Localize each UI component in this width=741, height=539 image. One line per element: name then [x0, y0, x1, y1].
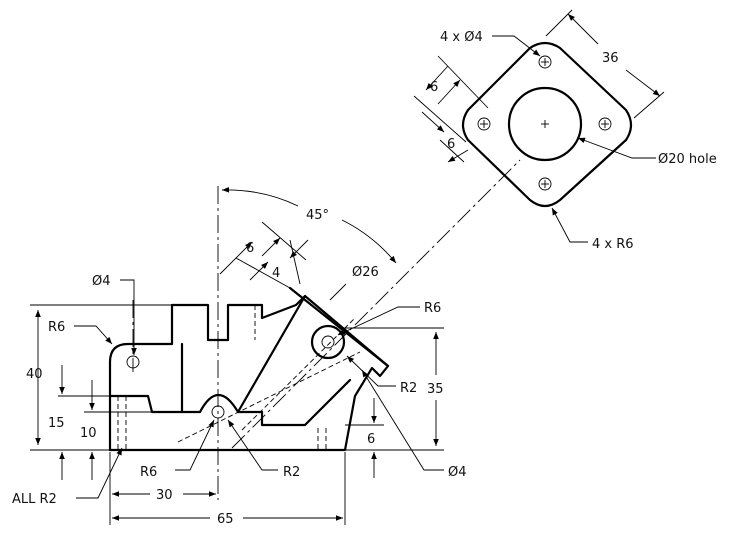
hole-boss — [321, 335, 335, 349]
front-view — [108, 159, 521, 500]
inclined-centerline — [231, 159, 521, 449]
boss-arc — [310, 324, 346, 360]
flange-hole-right — [598, 117, 612, 131]
dim-65: 65 — [217, 512, 234, 527]
callout-4x-r6: 4 x R6 — [592, 237, 634, 252]
base-top-edge — [260, 378, 352, 427]
flange-outline — [461, 41, 633, 208]
hidden-line-f — [177, 351, 361, 443]
inner-slope — [236, 294, 307, 414]
dim-6-inclined: 6 — [246, 241, 254, 256]
dim-10: 10 — [80, 426, 97, 441]
dim-35: 35 — [427, 382, 444, 397]
callout-4x-dia4: 4 x Ø4 — [440, 30, 483, 45]
dim-dia26: Ø26 — [352, 265, 379, 280]
aux-dimensions: 4 x Ø4 36 6 6 Ø20 hole 4 x R6 — [413, 9, 717, 252]
flange-hole-left — [477, 117, 491, 131]
dim-40: 40 — [26, 367, 43, 382]
dim-36: 36 — [602, 51, 619, 66]
center-bore — [507, 86, 583, 162]
flange-hole-top — [538, 55, 552, 69]
callout-all-r2: ALL R2 — [12, 492, 57, 507]
callout-dia4-left: Ø4 — [92, 274, 111, 289]
part-outline — [108, 294, 390, 452]
callout-r6-bottom: R6 — [140, 465, 157, 480]
lower-step — [108, 342, 184, 414]
flange-front — [288, 286, 390, 368]
dim-45-angle: 45° — [306, 208, 329, 223]
dim-6-base: 6 — [367, 432, 375, 447]
callout-dia20-hole: Ø20 hole — [658, 152, 717, 167]
hidden-line-g — [241, 317, 356, 431]
dim-6-top: 6 — [430, 80, 438, 95]
dim-15: 15 — [48, 416, 65, 431]
dim-6-bottom: 6 — [447, 137, 455, 152]
callout-dia4-right: Ø4 — [448, 465, 467, 480]
callout-r6-right: R6 — [424, 301, 441, 316]
dim-4-inclined: 4 — [272, 266, 280, 281]
auxiliary-view — [461, 41, 633, 208]
callout-r6-left: R6 — [48, 320, 65, 335]
callout-r2-right: R2 — [400, 381, 417, 396]
flange-hole-bottom — [538, 177, 552, 191]
dim-30: 30 — [156, 488, 173, 503]
front-dimensions: 40 15 10 30 65 35 6 Ø4 — [12, 186, 467, 527]
callout-r2-bottom: R2 — [283, 465, 300, 480]
pocket-edge — [180, 394, 264, 414]
